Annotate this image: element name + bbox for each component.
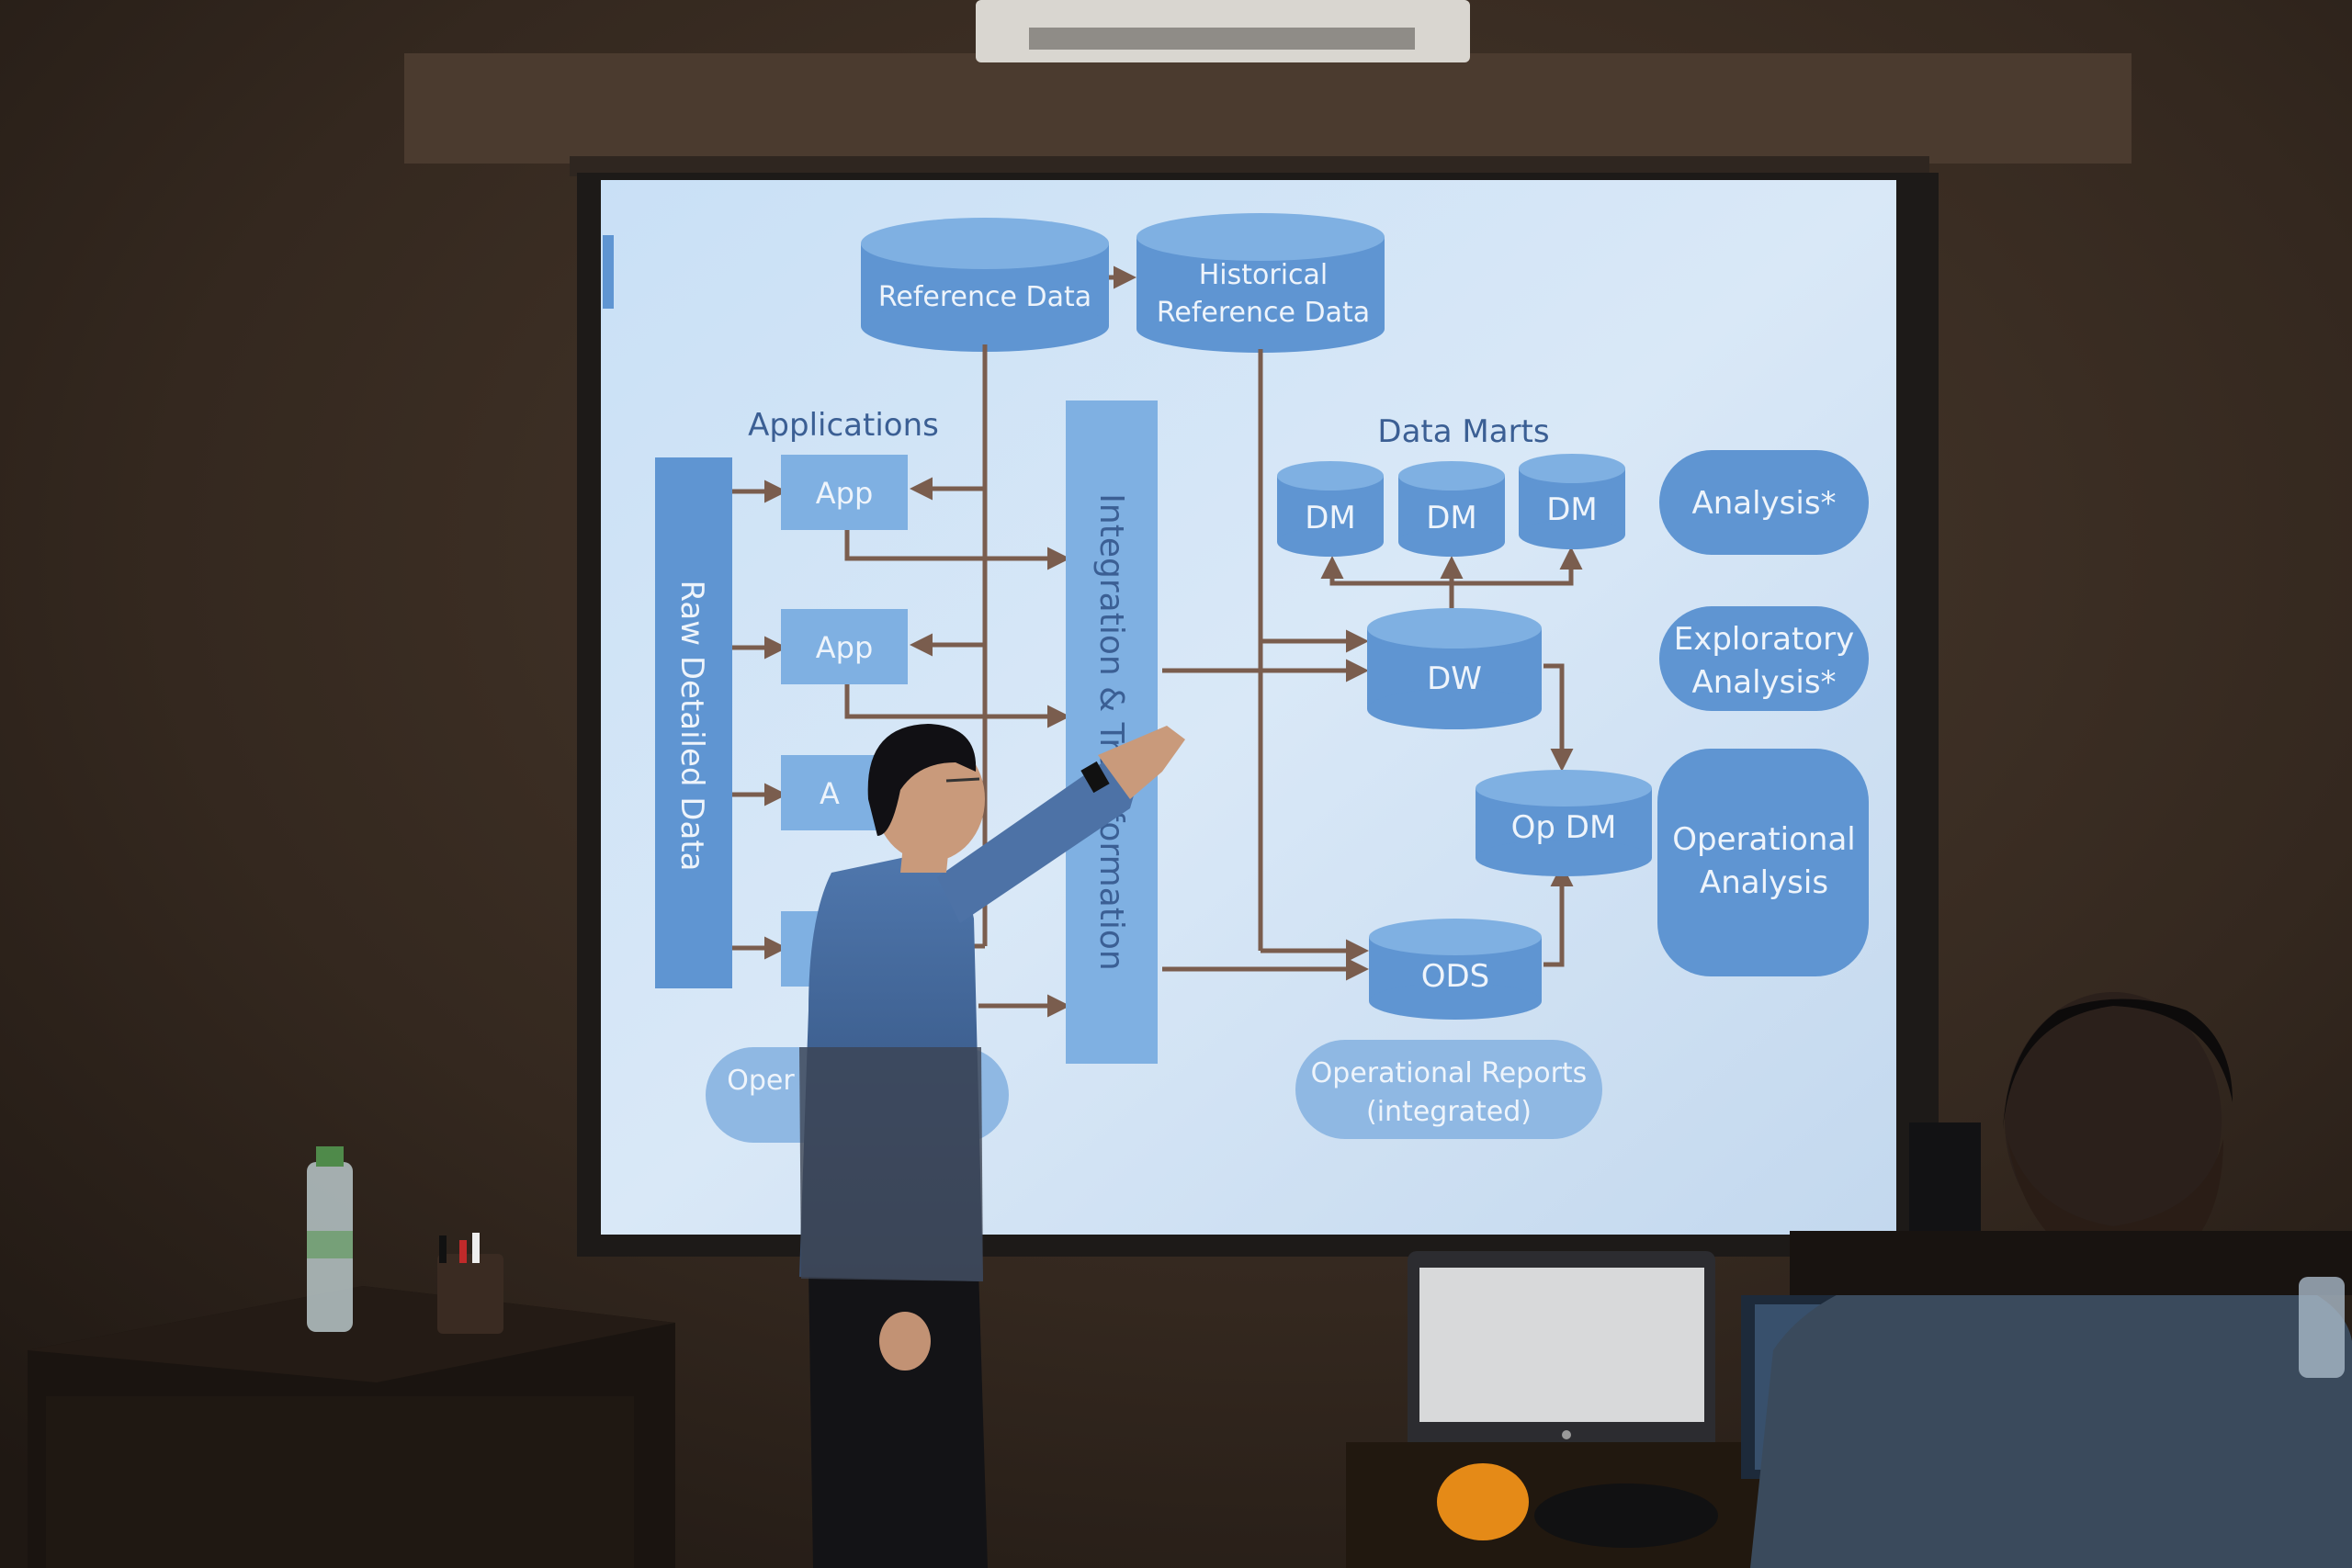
operational-analysis-label-2: Analysis	[1700, 864, 1828, 901]
water-bottle	[307, 1146, 353, 1332]
dm-label-1: DM	[1305, 500, 1356, 536]
analysis-label: Analysis*	[1691, 485, 1836, 522]
operational-analysis-box	[1657, 749, 1869, 976]
operational-reports-box	[1295, 1040, 1602, 1139]
dm-cylinder-3	[1519, 454, 1625, 549]
dm-label-3: DM	[1546, 491, 1598, 528]
air-conditioner-vent	[1029, 28, 1415, 50]
exploratory-analysis-box	[1659, 606, 1869, 711]
app-box-1	[781, 455, 908, 530]
back-desk	[1790, 1231, 2352, 1295]
operational-reports-left-label: Oper	[727, 1065, 795, 1097]
water-bottle-right	[2299, 1277, 2345, 1378]
screen-housing	[404, 53, 2132, 164]
black-plate	[1534, 1483, 1718, 1548]
operational-reports-label-1: Operational Reports	[1311, 1057, 1588, 1089]
app-label-3: A	[820, 776, 840, 811]
presenter	[799, 724, 1185, 1568]
app-box-2	[781, 609, 908, 684]
slide-edge-marker	[603, 235, 614, 309]
attendee	[1741, 992, 2352, 1568]
historical-line2: Reference Data	[1157, 297, 1370, 329]
raw-detailed-data-bar	[655, 457, 732, 988]
op-dm-cylinder	[1476, 770, 1652, 876]
operational-reports-label-2: (integrated)	[1366, 1096, 1532, 1128]
historical-line1: Historical	[1199, 259, 1329, 291]
screen-roller	[570, 156, 1929, 176]
historical-reference-data-cylinder	[1136, 213, 1385, 353]
ods-label: ODS	[1421, 958, 1490, 995]
app-label-1: App	[816, 476, 874, 511]
dm-cylinder-1	[1277, 461, 1384, 557]
side-table	[28, 1286, 675, 1568]
dw-label: DW	[1427, 660, 1482, 697]
pen-cup	[437, 1233, 503, 1334]
operational-analysis-label-1: Operational	[1672, 821, 1855, 858]
reference-data-label: Reference Data	[878, 281, 1091, 313]
data-marts-heading: Data Marts	[1377, 413, 1549, 450]
dm-label-2: DM	[1426, 500, 1477, 536]
ods-cylinder	[1369, 919, 1542, 1020]
op-dm-label: Op DM	[1511, 809, 1617, 846]
diagram-connectors	[730, 265, 1583, 1018]
app-label-2: App	[816, 630, 874, 665]
raw-detailed-data-label: Raw Detailed Data	[673, 581, 710, 872]
integration-bar	[1066, 400, 1158, 1064]
exploratory-label-2: Analysis*	[1691, 664, 1836, 701]
orange-fruit	[1437, 1463, 1529, 1540]
dm-cylinder-2	[1398, 461, 1505, 557]
dw-cylinder	[1367, 608, 1542, 729]
applications-heading: Applications	[748, 407, 939, 444]
exploratory-label-1: Exploratory	[1674, 621, 1854, 658]
analysis-box	[1659, 450, 1869, 555]
reference-data-cylinder	[861, 218, 1109, 352]
integration-label: Integration & Transformation	[1092, 493, 1130, 970]
